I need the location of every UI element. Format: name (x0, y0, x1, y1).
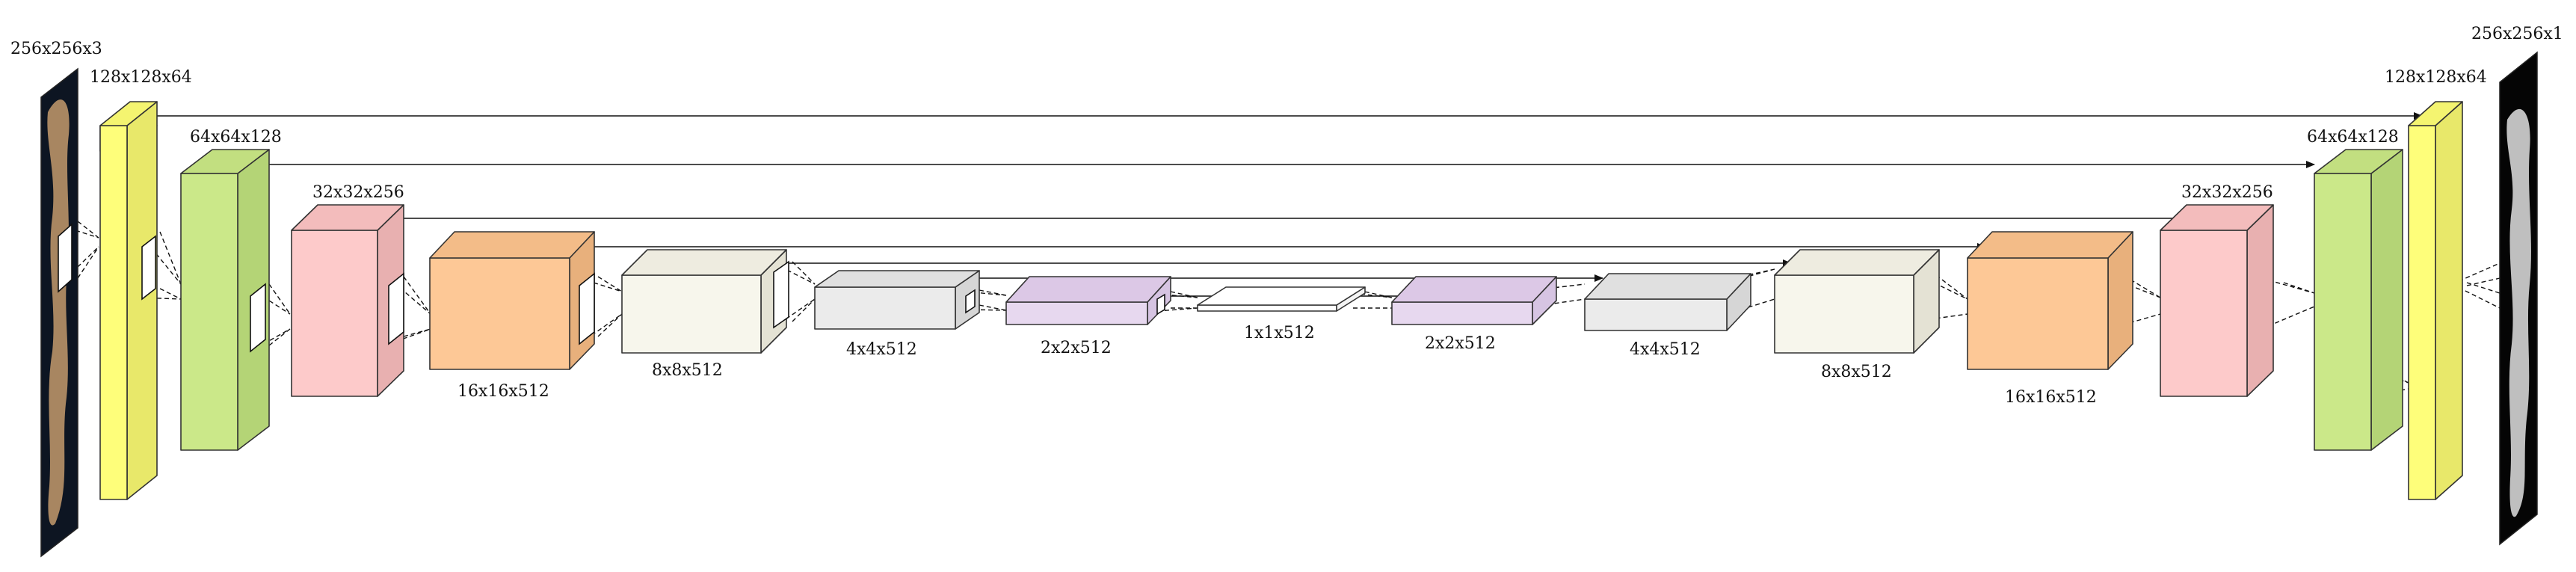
encoder-block-4 (429, 231, 595, 370)
projection-lines (773, 261, 816, 328)
input-crop-window (58, 223, 73, 293)
decoder-block-7 (1391, 276, 1557, 325)
projection-lines (1352, 289, 1393, 309)
enc6-label: 4x4x512 (846, 340, 917, 359)
projection-lines (579, 276, 623, 345)
output-mask (2499, 51, 2538, 546)
decoder-block-5 (1774, 249, 1940, 354)
dec3-label: 32x32x256 (2181, 183, 2273, 202)
enc6-crop-window (965, 289, 976, 314)
encoder-block-5 (621, 249, 789, 354)
encoder-block-7 (1005, 276, 1171, 325)
bottleneck-block (1197, 286, 1366, 312)
encoder-block-2 (180, 149, 270, 451)
shape-labels: 256x256x3 128x128x64 64x64x128 32x32x256… (10, 25, 2563, 407)
enc4-label: 16x16x512 (457, 382, 549, 401)
output-mask-label: 256x256x1 (2471, 25, 2563, 43)
mask-region (2506, 108, 2531, 517)
encoder-block-6 (814, 270, 980, 330)
decoder-block-4 (1967, 231, 2133, 370)
encoder-block-3 (291, 204, 404, 397)
enc3-crop-window (388, 272, 404, 345)
projection-lines (250, 283, 291, 352)
encoder-block-1 (99, 101, 158, 500)
dec4-label: 16x16x512 (2005, 388, 2097, 407)
input-image (40, 67, 78, 558)
dec5-label: 8x8x512 (1821, 363, 1892, 381)
enc3-label: 32x32x256 (312, 183, 404, 202)
decoder-block-2 (2314, 149, 2403, 451)
tissue-region (47, 99, 70, 526)
projection-lines (141, 231, 182, 300)
enc4-crop-window (579, 272, 595, 345)
enc2-crop-window (250, 283, 266, 353)
dec7-label: 2x2x512 (1425, 334, 1496, 353)
decoder-block-3 (2160, 204, 2274, 397)
enc2-label: 64x64x128 (190, 128, 282, 147)
input-image-label: 256x256x3 (10, 40, 102, 58)
bottleneck-label: 1x1x512 (1244, 324, 1315, 342)
enc5-label: 8x8x512 (652, 361, 723, 380)
projection-lines (2451, 262, 2500, 309)
dec1-label: 128x128x64 (2385, 68, 2487, 87)
dec6-label: 4x4x512 (1630, 340, 1701, 359)
enc5-crop-window (773, 260, 789, 329)
enc1-crop-window (141, 235, 156, 301)
decoder-block-1 (2408, 101, 2463, 500)
enc7-label: 2x2x512 (1041, 339, 1112, 357)
projection-lines (61, 221, 99, 283)
enc1-label: 128x128x64 (90, 68, 192, 87)
dec2-label: 64x64x128 (2307, 128, 2399, 147)
decoder-block-6 (1584, 273, 1751, 331)
enc7-crop-window (1156, 293, 1165, 316)
